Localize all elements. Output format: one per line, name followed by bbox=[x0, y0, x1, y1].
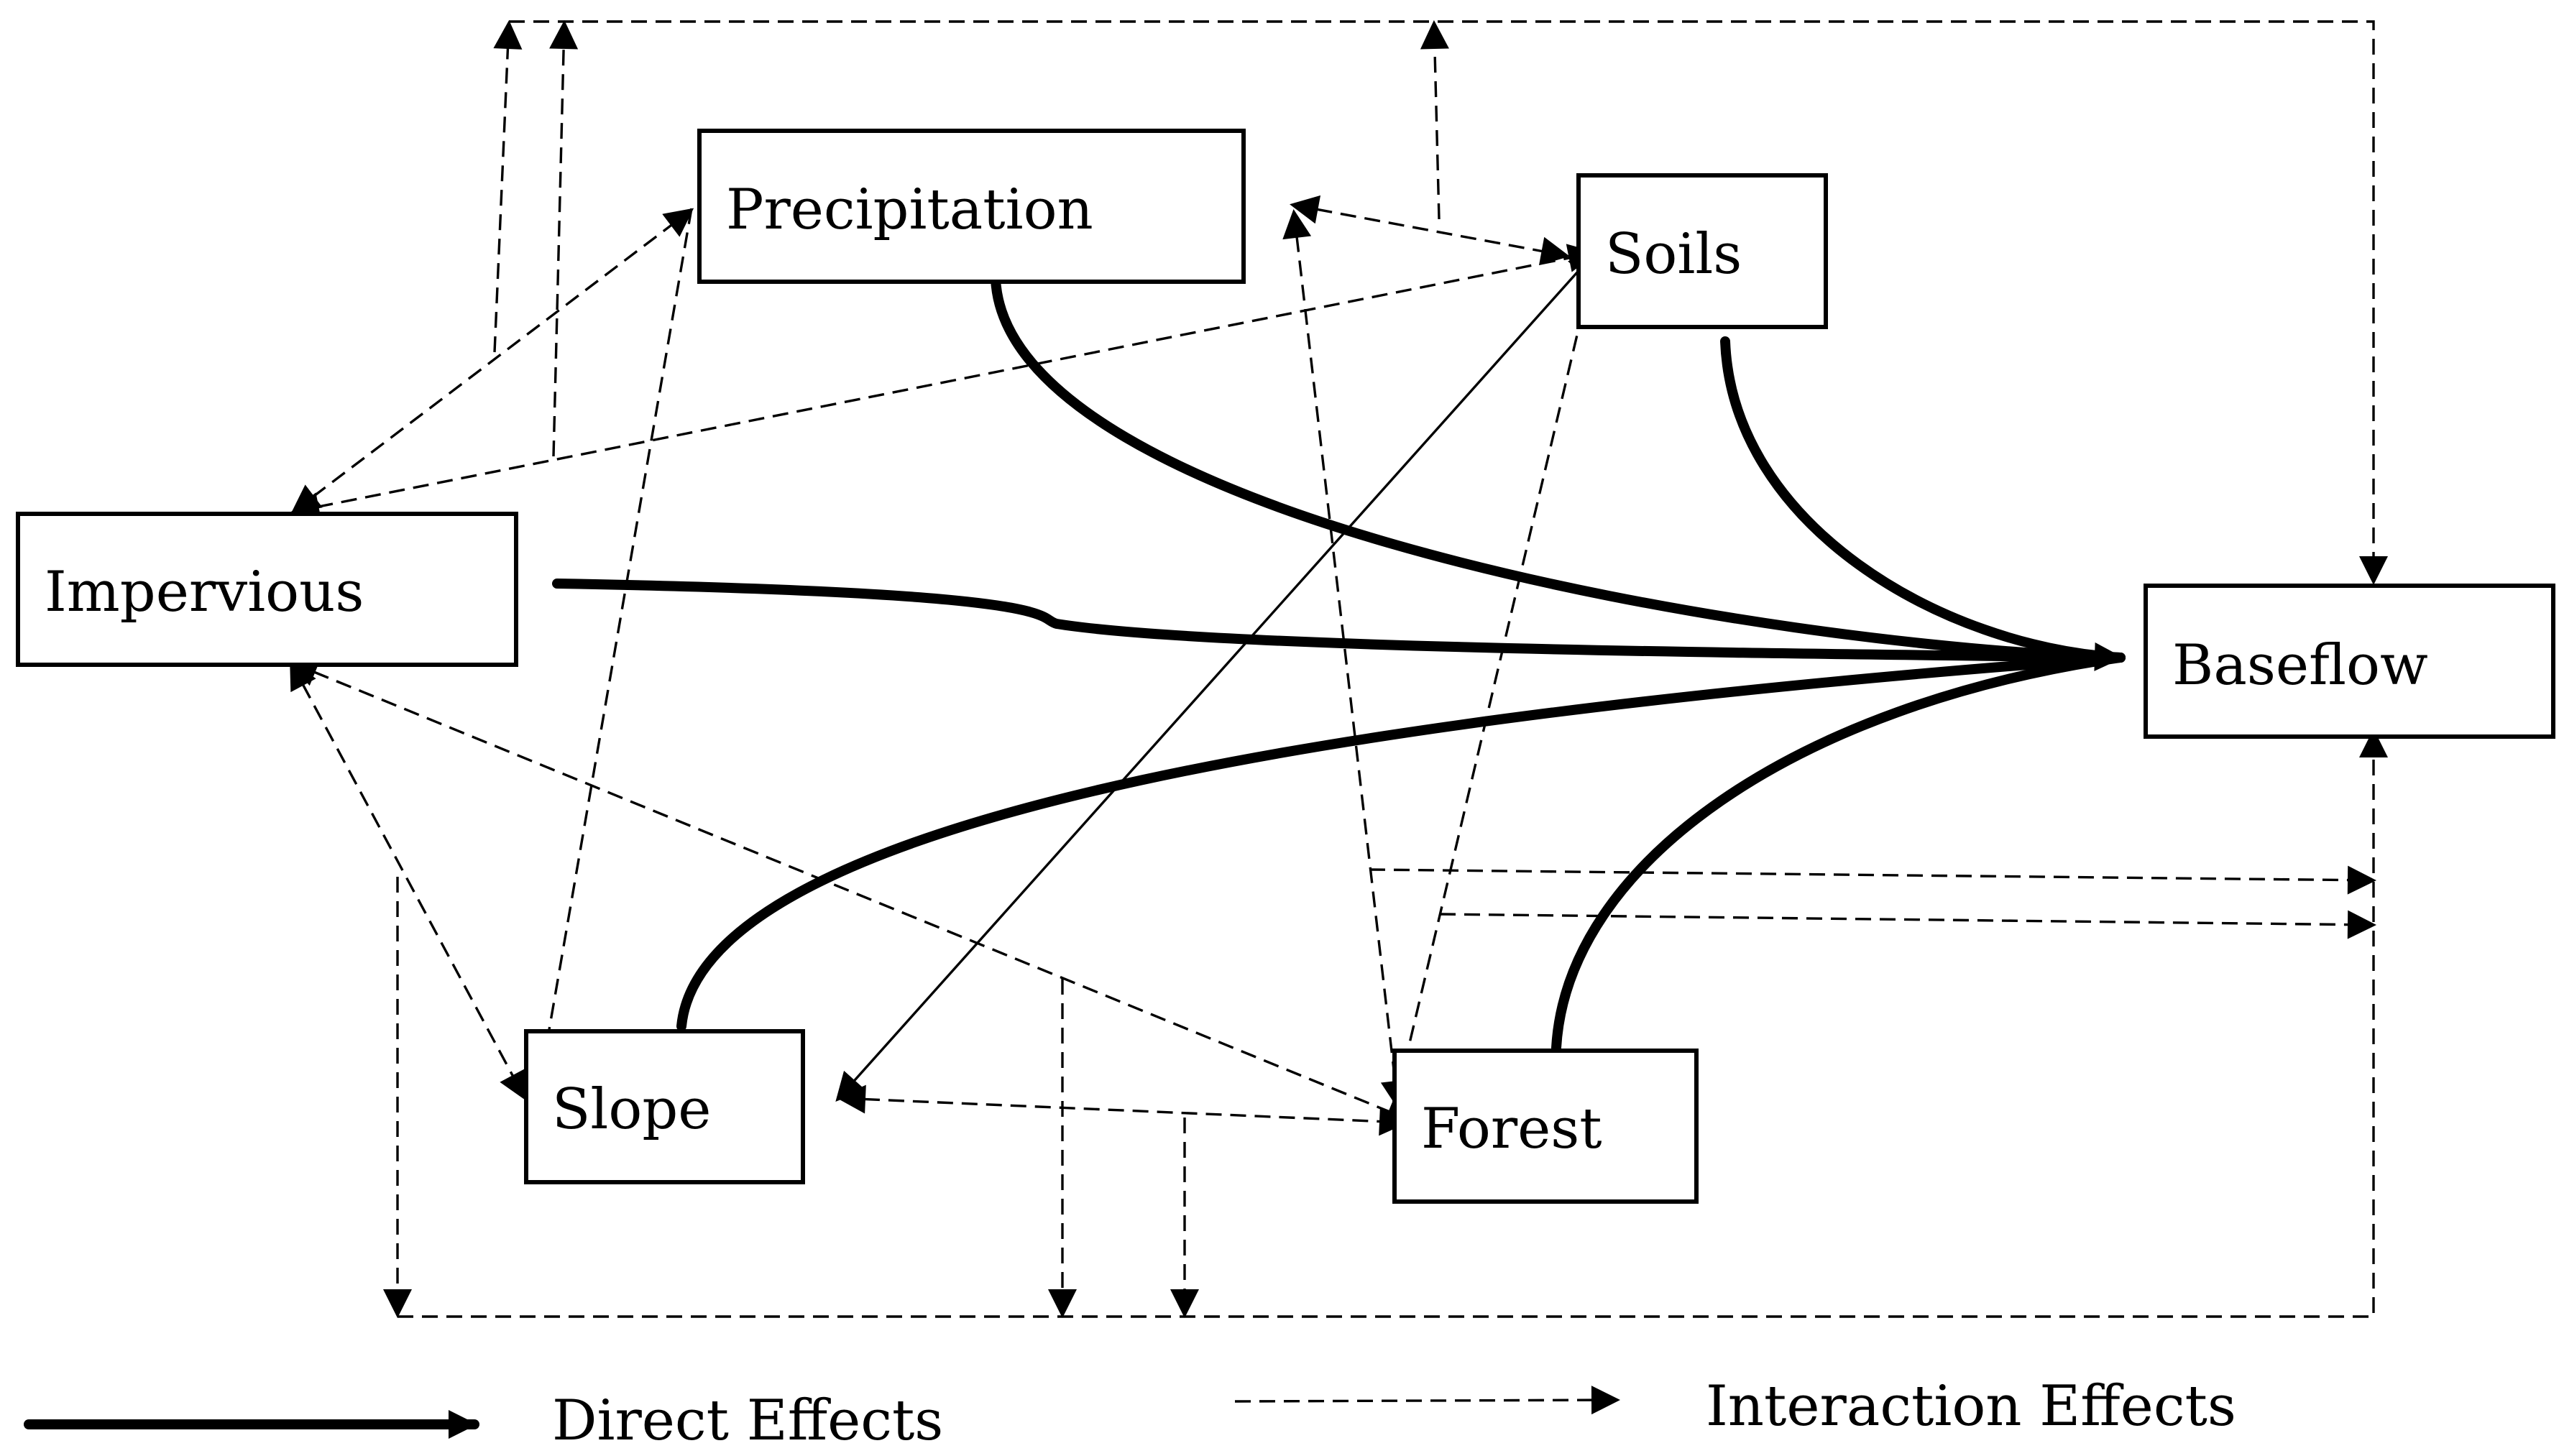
node-forest-label: Forest bbox=[1421, 1097, 1602, 1161]
edge-precipitation-soils bbox=[1290, 195, 1570, 266]
node-impervious-label: Impervious bbox=[45, 560, 364, 625]
interaction-top-loop bbox=[509, 20, 2388, 585]
node-precipitation: Precipitation bbox=[697, 129, 1246, 284]
edge-impervious-precipitation bbox=[290, 208, 694, 514]
edge-precipitation-slope bbox=[536, 208, 693, 1097]
direct-effects bbox=[552, 274, 2126, 1053]
legend-interaction-label: Interaction Effects bbox=[1706, 1374, 2236, 1439]
direct-edge-soils-baseflow bbox=[1720, 336, 2126, 663]
interaction-riser-3 bbox=[1420, 20, 1449, 220]
interaction-bottom-loop bbox=[398, 729, 2388, 1318]
direct-edge-impervious-baseflow bbox=[552, 579, 2126, 663]
interaction-feed-1 bbox=[1369, 865, 2376, 895]
direct-edge-precipitation-baseflow bbox=[991, 274, 2126, 671]
edge-precipitation-forest bbox=[1282, 209, 1410, 1110]
edge-impervious-forest bbox=[288, 659, 1415, 1125]
node-precipitation-label: Precipitation bbox=[726, 178, 1093, 242]
interaction-riser-1 bbox=[493, 20, 523, 353]
node-soils: Soils bbox=[1576, 173, 1828, 329]
node-baseflow-label: Baseflow bbox=[2172, 633, 2428, 698]
node-baseflow: Baseflow bbox=[2144, 584, 2555, 739]
node-slope: Slope bbox=[524, 1029, 805, 1184]
legend-interaction-line bbox=[1234, 1386, 1620, 1415]
edge-soils-slope bbox=[835, 249, 1598, 1102]
direct-edge-forest-baseflow bbox=[1551, 653, 2126, 1053]
edge-slope-forest bbox=[837, 1084, 1408, 1136]
interaction-riser-2 bbox=[549, 20, 579, 457]
node-soils-label: Soils bbox=[1605, 222, 1742, 287]
node-forest: Forest bbox=[1392, 1049, 1699, 1204]
interaction-feed-2 bbox=[1439, 910, 2376, 939]
node-slope-label: Slope bbox=[552, 1077, 711, 1142]
legend: Direct Effects Interaction Effects bbox=[24, 1374, 2236, 1453]
legend-direct-label: Direct Effects bbox=[552, 1388, 943, 1453]
node-impervious: Impervious bbox=[16, 512, 518, 667]
edge-impervious-slope bbox=[290, 660, 526, 1101]
